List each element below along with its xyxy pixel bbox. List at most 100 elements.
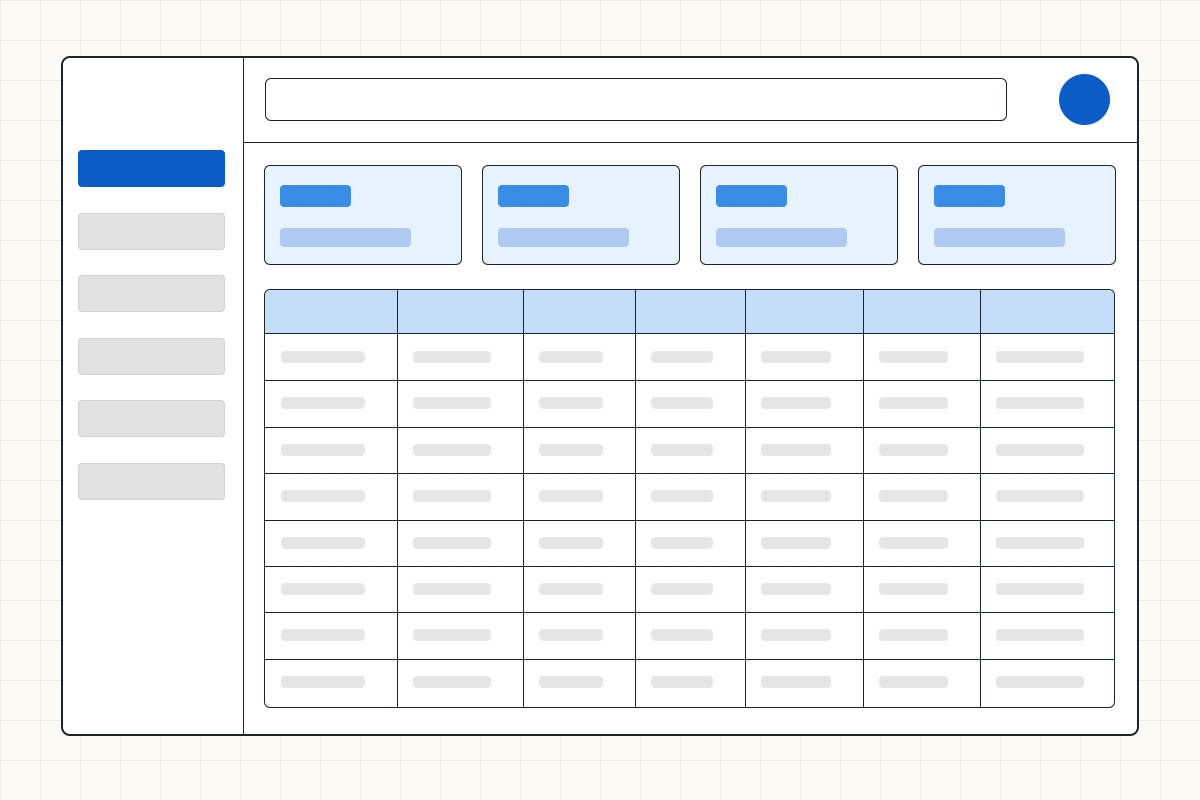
sidebar-item-6[interactable] [78, 463, 225, 500]
table-column-divider [980, 290, 981, 707]
table-row-divider [265, 566, 1114, 567]
stat-card-value [934, 228, 1065, 247]
user-avatar-icon[interactable] [1059, 74, 1110, 125]
table-cell [539, 583, 603, 595]
table-cell [413, 397, 491, 410]
table-header-cell[interactable] [523, 290, 635, 334]
table-row-divider [265, 380, 1114, 382]
sidebar-item-3[interactable] [78, 275, 225, 312]
sidebar-item-label [79, 339, 80, 340]
table-header-cell[interactable] [980, 290, 1114, 334]
table-cell [539, 443, 603, 456]
table-cell [651, 629, 713, 642]
table-cell [761, 583, 831, 595]
table-cell [539, 536, 603, 549]
sidebar-item-label [79, 276, 80, 277]
table-cell [879, 490, 948, 503]
stat-card-title [716, 185, 787, 207]
table-cell [413, 536, 491, 549]
table-cell [281, 675, 365, 688]
data-table [264, 289, 1115, 708]
table-cell [413, 490, 491, 503]
table-cell [539, 351, 603, 363]
table-cell [996, 351, 1084, 363]
table-cell [539, 629, 603, 642]
table-cell [539, 675, 603, 688]
table-cell [413, 629, 491, 642]
sidebar-item-5[interactable] [78, 400, 225, 437]
stat-card [264, 165, 462, 265]
sidebar-item-4[interactable] [78, 338, 225, 375]
stat-card [700, 165, 898, 265]
stat-card [918, 165, 1116, 265]
table-cell [281, 443, 365, 456]
table-cell [761, 397, 831, 410]
table-cell [413, 351, 491, 363]
table-header-cell[interactable] [635, 290, 745, 334]
table-cell [281, 583, 365, 595]
table-cell [761, 536, 831, 549]
sidebar-item-label [79, 214, 80, 215]
table-cell [879, 443, 948, 456]
table-cell [761, 351, 831, 363]
table-cell [281, 629, 365, 642]
search-input[interactable] [265, 78, 1007, 121]
table-cell [761, 629, 831, 642]
table-row-divider [265, 658, 1114, 660]
table-cell [996, 583, 1084, 595]
table-column-divider [745, 290, 746, 707]
sidebar-item-1[interactable] [78, 150, 225, 187]
table-column-divider [863, 290, 864, 707]
table-header-cell[interactable] [745, 290, 863, 334]
table-cell [651, 443, 713, 456]
table-cell [413, 443, 491, 456]
stat-card [482, 165, 680, 265]
table-cell [879, 536, 948, 549]
table-row-divider [265, 473, 1114, 475]
table-cell [879, 675, 948, 688]
table-row-divider [265, 519, 1114, 521]
table-cell [651, 536, 713, 549]
sidebar [63, 58, 244, 734]
table-cell [651, 583, 713, 595]
table-header-cell[interactable] [265, 290, 397, 334]
table-cell [996, 397, 1084, 410]
table-cell [761, 443, 831, 456]
stat-card-value [716, 228, 847, 247]
table-cell [761, 490, 831, 503]
table-cell [996, 629, 1084, 642]
table-cell [281, 536, 365, 549]
table-cell [413, 583, 491, 595]
table-cell [996, 536, 1084, 549]
sidebar-item-label [79, 464, 80, 465]
table-row-divider [265, 426, 1114, 428]
table-cell [996, 490, 1084, 503]
table-cell [539, 397, 603, 410]
app-window [61, 56, 1139, 736]
table-cell [651, 397, 713, 410]
table-column-divider [397, 290, 398, 707]
table-cell [539, 490, 603, 503]
table-row-divider [265, 612, 1114, 614]
table-cell [996, 675, 1084, 688]
table-column-divider [523, 290, 524, 707]
table-cell [879, 583, 948, 595]
sidebar-item-2[interactable] [78, 213, 225, 250]
table-cell [879, 629, 948, 642]
stat-card-value [498, 228, 629, 247]
table-header-cell[interactable] [863, 290, 980, 334]
table-cell [413, 675, 491, 688]
table-column-divider [635, 290, 636, 707]
table-cell [879, 397, 948, 410]
sidebar-item-label [79, 401, 80, 402]
table-cell [651, 675, 713, 688]
table-header-row [265, 290, 1114, 334]
top-bar [244, 58, 1137, 143]
table-cell [281, 397, 365, 410]
stat-card-title [280, 185, 351, 207]
table-cell [281, 490, 365, 503]
stat-card-title [498, 185, 569, 207]
table-cell [879, 351, 948, 363]
table-cell [651, 351, 713, 363]
table-header-cell[interactable] [397, 290, 523, 334]
